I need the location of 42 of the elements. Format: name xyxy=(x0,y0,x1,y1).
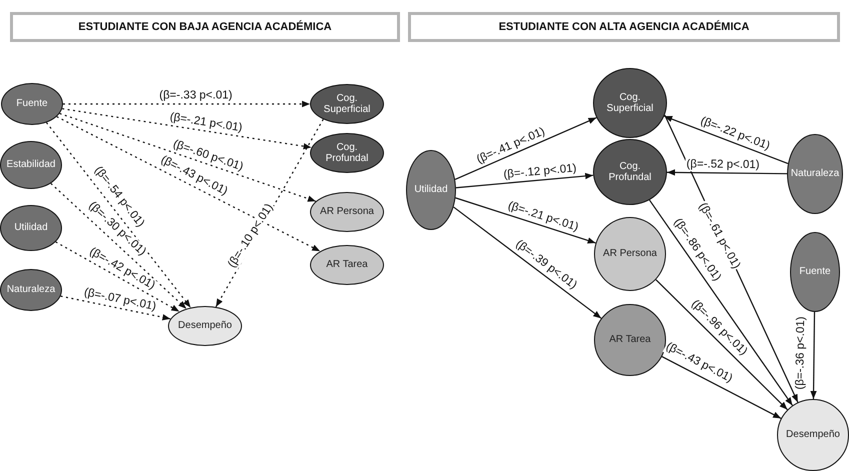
arrow xyxy=(62,108,312,150)
arrow xyxy=(46,122,192,308)
arrow xyxy=(666,169,787,176)
arrow xyxy=(649,200,793,406)
arrow xyxy=(656,279,788,410)
panel-title: ESTUDIANTE CON ALTA AGENCIA ACADÉMICA xyxy=(408,12,840,42)
arrow xyxy=(453,206,602,319)
arrow xyxy=(50,182,187,310)
variable-ellipse: AR Persona xyxy=(594,217,666,291)
variable-ellipse: AR Persona xyxy=(310,192,384,232)
variable-ellipse: Cog. Superficial xyxy=(310,84,384,124)
variable-ellipse: Cog. Profundal xyxy=(310,133,384,173)
variable-ellipse: Utilidad xyxy=(406,150,456,230)
edge-label: (β=-.33 p<.01) xyxy=(158,90,234,102)
variable-ellipse: Fuente xyxy=(1,83,63,125)
variable-ellipse: AR Tarea xyxy=(310,245,384,285)
arrow xyxy=(810,312,817,400)
arrow xyxy=(455,197,596,244)
arrow xyxy=(59,112,316,202)
edge-label: (β=-.12 p<.01) xyxy=(502,162,578,182)
variable-ellipse: Cog. Superficial xyxy=(593,68,667,138)
variable-ellipse: Utilidad xyxy=(0,205,62,251)
variable-ellipse: Fuente xyxy=(790,232,840,312)
variable-ellipse: AR Tarea xyxy=(594,304,666,376)
edge-label: (β=-.21 p<.01) xyxy=(506,199,581,234)
variable-ellipse: Estabilidad xyxy=(0,141,62,189)
edge-label: (β=-.36 p<.01) xyxy=(794,316,808,391)
arrow xyxy=(454,117,597,180)
arrow xyxy=(55,241,180,312)
variable-ellipse: Naturaleza xyxy=(0,269,62,311)
arrow xyxy=(456,172,594,188)
arrow xyxy=(664,116,788,164)
variable-ellipse: Desempeño xyxy=(777,399,849,471)
arrow xyxy=(60,296,171,320)
arrow xyxy=(63,100,310,108)
panel-title: ESTUDIANTE CON BAJA AGENCIA ACADÉMICA xyxy=(10,12,400,42)
variable-ellipse: Naturaleza xyxy=(787,134,843,214)
variable-ellipse: Cog. Profundal xyxy=(593,139,667,205)
arrow xyxy=(56,116,320,252)
edge-label: (β=-.52 p<.01) xyxy=(684,158,760,172)
arrow xyxy=(662,356,782,419)
variable-ellipse: Desempeño xyxy=(168,306,242,346)
